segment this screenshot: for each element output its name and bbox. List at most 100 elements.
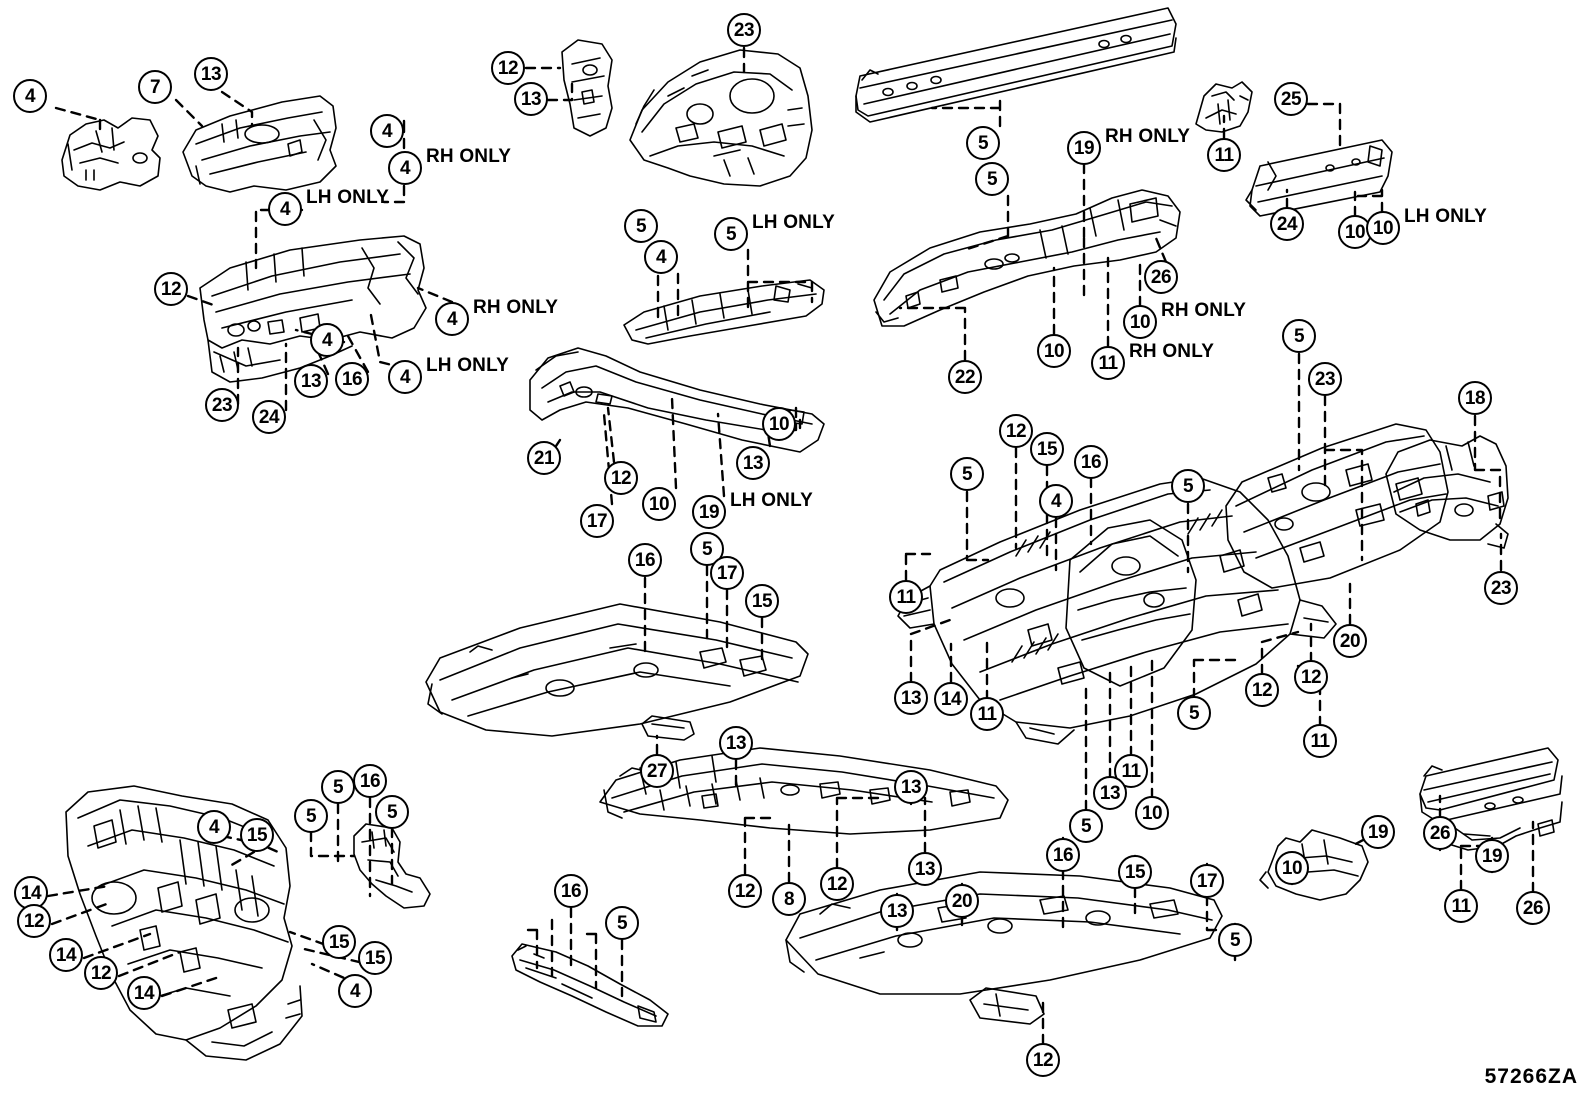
callout-5[interactable]: 5 <box>1177 696 1211 730</box>
callout-12[interactable]: 12 <box>1245 673 1279 707</box>
callout-11[interactable]: 11 <box>1303 724 1337 758</box>
callout-13[interactable]: 13 <box>719 726 753 760</box>
callout-11[interactable]: 11 <box>889 580 923 614</box>
callout-4[interactable]: 4 <box>388 151 422 185</box>
callout-23[interactable]: 23 <box>1308 362 1342 396</box>
callout-12[interactable]: 12 <box>728 874 762 908</box>
callout-16[interactable]: 16 <box>628 543 662 577</box>
callout-14[interactable]: 14 <box>127 976 161 1010</box>
callout-27[interactable]: 27 <box>640 754 674 788</box>
callout-19[interactable]: 19 <box>1067 131 1101 165</box>
callout-12[interactable]: 12 <box>491 51 525 85</box>
callout-20[interactable]: 20 <box>945 884 979 918</box>
callout-11[interactable]: 11 <box>1444 889 1478 923</box>
callout-19[interactable]: 19 <box>1361 815 1395 849</box>
callout-16[interactable]: 16 <box>353 764 387 798</box>
callout-13[interactable]: 13 <box>514 82 548 116</box>
callout-4[interactable]: 4 <box>268 192 302 226</box>
callout-10[interactable]: 10 <box>1275 851 1309 885</box>
callout-23[interactable]: 23 <box>1484 571 1518 605</box>
callout-21[interactable]: 21 <box>527 441 561 475</box>
callout-8[interactable]: 8 <box>772 882 806 916</box>
callout-13[interactable]: 13 <box>1093 776 1127 810</box>
callout-5[interactable]: 5 <box>1282 319 1316 353</box>
callout-12[interactable]: 12 <box>1294 660 1328 694</box>
callout-13[interactable]: 13 <box>894 681 928 715</box>
callout-5[interactable]: 5 <box>975 162 1009 196</box>
callout-12[interactable]: 12 <box>1026 1043 1060 1077</box>
callout-10[interactable]: 10 <box>1366 211 1400 245</box>
callout-12[interactable]: 12 <box>84 956 118 990</box>
callout-12[interactable]: 12 <box>999 414 1033 448</box>
callout-14[interactable]: 14 <box>49 938 83 972</box>
callout-25[interactable]: 25 <box>1274 82 1308 116</box>
callout-11[interactable]: 11 <box>1207 138 1241 172</box>
callout-16[interactable]: 16 <box>1046 838 1080 872</box>
callout-13[interactable]: 13 <box>880 894 914 928</box>
callout-22[interactable]: 22 <box>948 360 982 394</box>
callout-23[interactable]: 23 <box>205 388 239 422</box>
callout-15[interactable]: 15 <box>240 818 274 852</box>
callout-15[interactable]: 15 <box>1118 855 1152 889</box>
callout-13[interactable]: 13 <box>894 770 928 804</box>
callout-4[interactable]: 4 <box>310 323 344 357</box>
callout-15[interactable]: 15 <box>358 941 392 975</box>
callout-5[interactable]: 5 <box>605 906 639 940</box>
callout-4[interactable]: 4 <box>197 810 231 844</box>
callout-4[interactable]: 4 <box>388 360 422 394</box>
callout-13[interactable]: 13 <box>908 852 942 886</box>
callout-15[interactable]: 15 <box>1030 432 1064 466</box>
callout-15[interactable]: 15 <box>322 925 356 959</box>
callout-10[interactable]: 10 <box>1037 334 1071 368</box>
callout-5[interactable]: 5 <box>966 126 1000 160</box>
callout-26[interactable]: 26 <box>1516 891 1550 925</box>
callout-4[interactable]: 4 <box>13 79 47 113</box>
callout-24[interactable]: 24 <box>252 400 286 434</box>
callout-10[interactable]: 10 <box>1135 796 1169 830</box>
callout-24[interactable]: 24 <box>1270 207 1304 241</box>
callout-10[interactable]: 10 <box>642 487 676 521</box>
callout-5[interactable]: 5 <box>375 795 409 829</box>
callout-26[interactable]: 26 <box>1144 260 1178 294</box>
callout-11[interactable]: 11 <box>1114 754 1148 788</box>
callout-11[interactable]: 11 <box>1091 346 1125 380</box>
callout-5[interactable]: 5 <box>1069 809 1103 843</box>
callout-11[interactable]: 11 <box>970 697 1004 731</box>
callout-12[interactable]: 12 <box>820 867 854 901</box>
callout-15[interactable]: 15 <box>745 584 779 618</box>
callout-4[interactable]: 4 <box>370 114 404 148</box>
callout-5[interactable]: 5 <box>1171 469 1205 503</box>
callout-19[interactable]: 19 <box>692 495 726 529</box>
callout-16[interactable]: 16 <box>554 874 588 908</box>
callout-5[interactable]: 5 <box>690 532 724 566</box>
callout-5[interactable]: 5 <box>950 457 984 491</box>
callout-4[interactable]: 4 <box>338 974 372 1008</box>
callout-10[interactable]: 10 <box>762 407 796 441</box>
callout-19[interactable]: 19 <box>1475 839 1509 873</box>
callout-4[interactable]: 4 <box>1039 484 1073 518</box>
callout-4[interactable]: 4 <box>644 240 678 274</box>
callout-16[interactable]: 16 <box>1074 445 1108 479</box>
callout-20[interactable]: 20 <box>1333 624 1367 658</box>
callout-5[interactable]: 5 <box>294 799 328 833</box>
callout-17[interactable]: 17 <box>1190 864 1224 898</box>
callout-12[interactable]: 12 <box>604 461 638 495</box>
callout-12[interactable]: 12 <box>17 904 51 938</box>
callout-14[interactable]: 14 <box>934 682 968 716</box>
callout-13[interactable]: 13 <box>736 446 770 480</box>
callout-17[interactable]: 17 <box>580 504 614 538</box>
callout-5[interactable]: 5 <box>714 217 748 251</box>
callout-10[interactable]: 10 <box>1123 305 1157 339</box>
callout-12[interactable]: 12 <box>154 272 188 306</box>
callout-18[interactable]: 18 <box>1458 381 1492 415</box>
callout-5[interactable]: 5 <box>321 770 355 804</box>
callout-7[interactable]: 7 <box>138 70 172 104</box>
callout-13[interactable]: 13 <box>294 364 328 398</box>
callout-26[interactable]: 26 <box>1423 816 1457 850</box>
callout-4[interactable]: 4 <box>435 302 469 336</box>
callout-13[interactable]: 13 <box>194 57 228 91</box>
callout-16[interactable]: 16 <box>335 362 369 396</box>
callout-23[interactable]: 23 <box>727 13 761 47</box>
callout-17[interactable]: 17 <box>710 556 744 590</box>
callout-5[interactable]: 5 <box>1218 923 1252 957</box>
